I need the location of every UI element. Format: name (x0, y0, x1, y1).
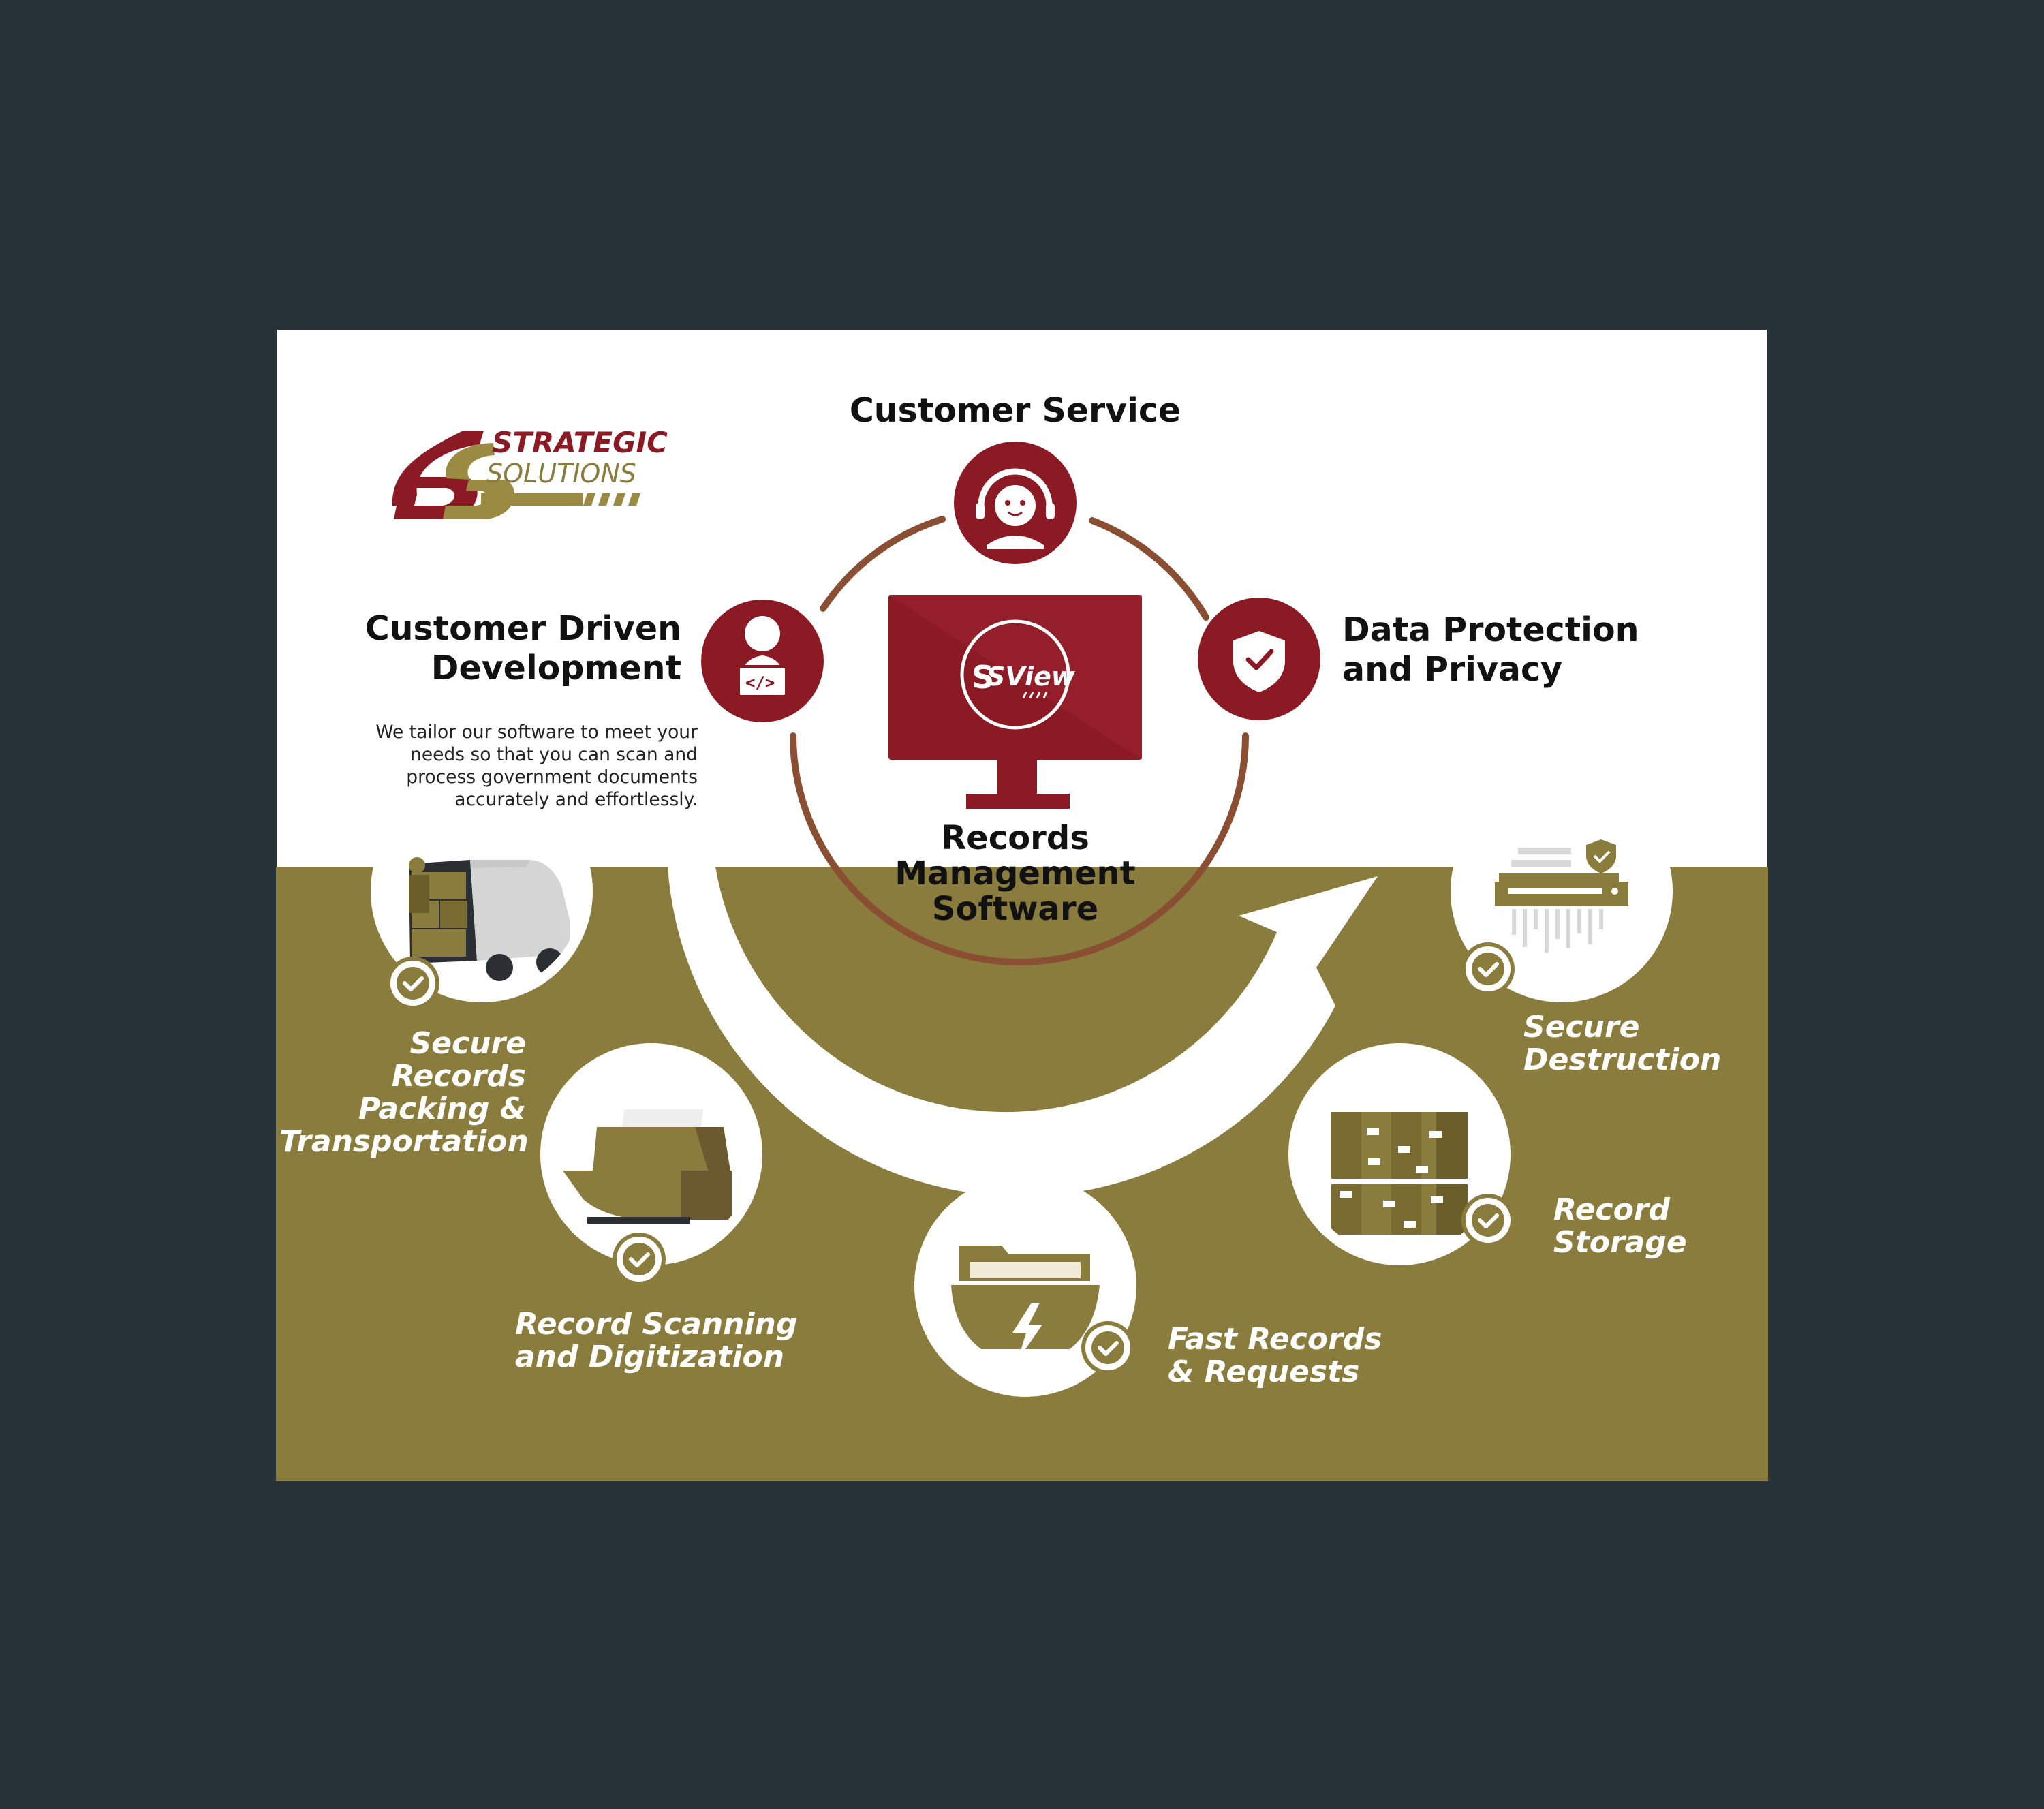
support-agent-icon (976, 468, 1055, 549)
process-arrow (668, 867, 1378, 1196)
check-icon-destruction (1461, 942, 1515, 995)
company-logo: STRATEGIC SOLUTIONS (392, 426, 668, 519)
destruction-badge (1451, 780, 1673, 1002)
customer-service-label: Customer Service (849, 391, 1181, 430)
description-line-3: process government documents (406, 767, 698, 788)
packing-label: Secure Records Packing & Transportation (279, 1026, 529, 1159)
storage-label: Record Storage (1553, 1194, 1771, 1259)
requests-label-line-2: & Requests (1168, 1355, 1360, 1389)
customer-driven-label-line-2: Development (431, 649, 681, 687)
check-icon-scanning (613, 1233, 666, 1286)
software-title: Records Management Software (852, 820, 1179, 927)
customer-driven-description: We tailor our software to meet your need… (346, 721, 698, 811)
storage-boxes-icon (1331, 1112, 1468, 1235)
scanner-icon (563, 1109, 732, 1224)
description-line-4: accurately and effortlessly. (454, 789, 698, 810)
destruction-label: Secure Destruction (1523, 1011, 1755, 1077)
customer-driven-label-line-1: Customer Driven (365, 609, 681, 648)
developer-icon: </> (737, 616, 788, 698)
monitor-icon: S SView (888, 595, 1142, 809)
screen-logo: SView (987, 662, 1076, 692)
delivery-van-icon (381, 790, 583, 992)
svg-text:S: S (972, 659, 994, 696)
storage-label-line-1: Record (1553, 1192, 1671, 1227)
check-icon-storage (1461, 1194, 1515, 1247)
folder-lightning-icon (951, 1246, 1100, 1360)
data-protection-node (1198, 598, 1320, 720)
software-ring (790, 516, 1249, 965)
shredder-icon (1495, 839, 1628, 953)
description-line-1: We tailor our software to meet your (375, 722, 698, 743)
software-title-line-1: Records (941, 819, 1089, 857)
scanning-label-line-2: and Digitization (515, 1340, 785, 1374)
packing-label-line-1: Secure Records (391, 1026, 526, 1094)
storage-label-line-2: Storage (1553, 1225, 1687, 1260)
svg-text:</>: </> (745, 673, 775, 692)
storage-badge (1288, 1043, 1511, 1265)
packing-label-line-2: Packing & (358, 1092, 526, 1126)
check-icon-requests (1081, 1321, 1134, 1374)
scanning-label-line-1: Record Scanning (515, 1307, 798, 1342)
packing-transport-badge (371, 780, 593, 1002)
customer-driven-label: Customer Driven Development (313, 609, 681, 688)
software-title-line-3: Software (931, 890, 1099, 928)
destruction-label-line-2: Destruction (1523, 1042, 1722, 1077)
scanning-label: Record Scanning and Digitization (515, 1308, 829, 1374)
requests-label: Fast Records & Requests (1168, 1323, 1468, 1389)
data-protection-label: Data Protection and Privacy (1342, 610, 1724, 690)
software-title-line-2: Management (895, 854, 1136, 893)
scanning-badge (540, 1043, 762, 1265)
logo-line-2: SOLUTIONS (486, 459, 636, 489)
data-protection-label-line-1: Data Protection (1342, 610, 1639, 649)
description-line-2: needs so that you can scan and (410, 744, 698, 765)
destruction-label-line-1: Secure (1523, 1010, 1640, 1045)
logo-line-1: STRATEGIC (492, 426, 668, 459)
packing-label-line-3: Transportation (279, 1124, 529, 1159)
requests-badge (914, 1175, 1136, 1397)
customer-service-node (954, 442, 1077, 564)
shield-icon (1233, 631, 1285, 692)
check-icon-packing (386, 957, 439, 1010)
customer-driven-node: </> (701, 600, 824, 722)
requests-label-line-1: Fast Records (1168, 1322, 1382, 1357)
data-protection-label-line-2: and Privacy (1342, 650, 1562, 689)
